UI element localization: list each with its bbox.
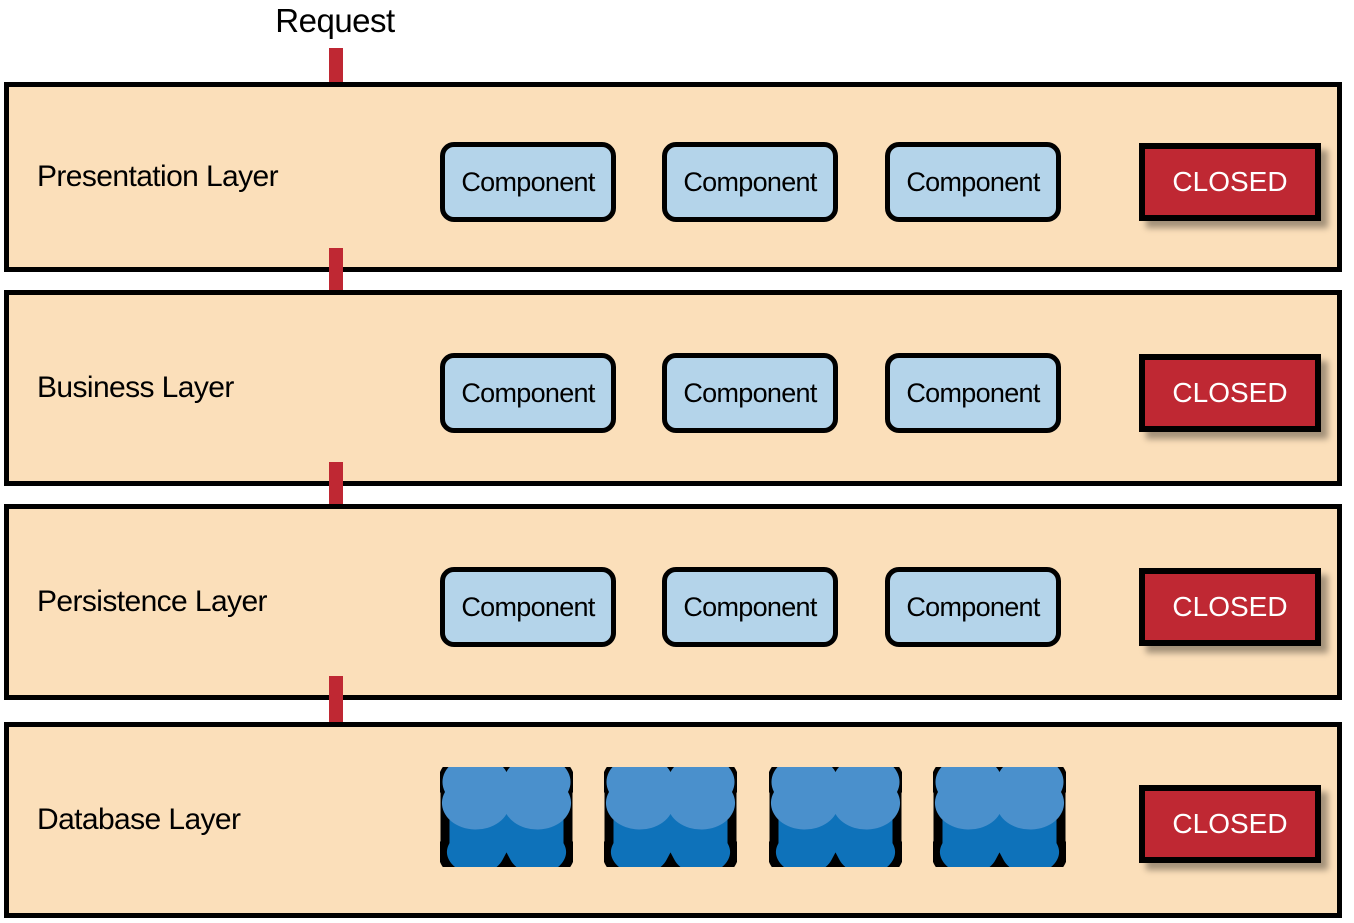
database-cylinder[interactable] <box>933 767 1066 867</box>
layer-title-database-layer: Database Layer <box>37 803 241 836</box>
component-box[interactable]: Component <box>662 567 838 647</box>
closed-badge: CLOSED <box>1139 785 1321 863</box>
database-cylinder[interactable] <box>440 767 573 867</box>
request-label: Request <box>275 2 395 39</box>
closed-badge: CLOSED <box>1139 143 1321 221</box>
layer-title-business-layer: Business Layer <box>37 371 234 404</box>
component-box[interactable]: Component <box>662 142 838 222</box>
layer-business-layer: Business Layer Component Component Compo… <box>4 290 1342 486</box>
layer-presentation-layer: Presentation Layer Component Component C… <box>4 82 1342 272</box>
database-cylinder-icon <box>604 767 737 867</box>
database-cylinder-icon <box>769 767 902 867</box>
layer-title-presentation-layer: Presentation Layer <box>37 160 279 193</box>
layer-persistence-layer: Persistence Layer Component Component Co… <box>4 504 1342 700</box>
layer-title-persistence-layer: Persistence Layer <box>37 585 268 618</box>
closed-badge: CLOSED <box>1139 568 1321 646</box>
database-cylinder[interactable] <box>604 767 737 867</box>
component-box[interactable]: Component <box>885 142 1061 222</box>
component-box[interactable]: Component <box>440 567 616 647</box>
database-cylinder[interactable] <box>769 767 902 867</box>
closed-badge: CLOSED <box>1139 354 1321 432</box>
component-box[interactable]: Component <box>885 353 1061 433</box>
database-cylinder-icon <box>933 767 1066 867</box>
database-cylinder-icon <box>440 767 573 867</box>
layer-database-layer: Database Layer CLOSED <box>4 722 1342 918</box>
component-box[interactable]: Component <box>885 567 1061 647</box>
component-box[interactable]: Component <box>440 353 616 433</box>
component-box[interactable]: Component <box>662 353 838 433</box>
component-box[interactable]: Component <box>440 142 616 222</box>
